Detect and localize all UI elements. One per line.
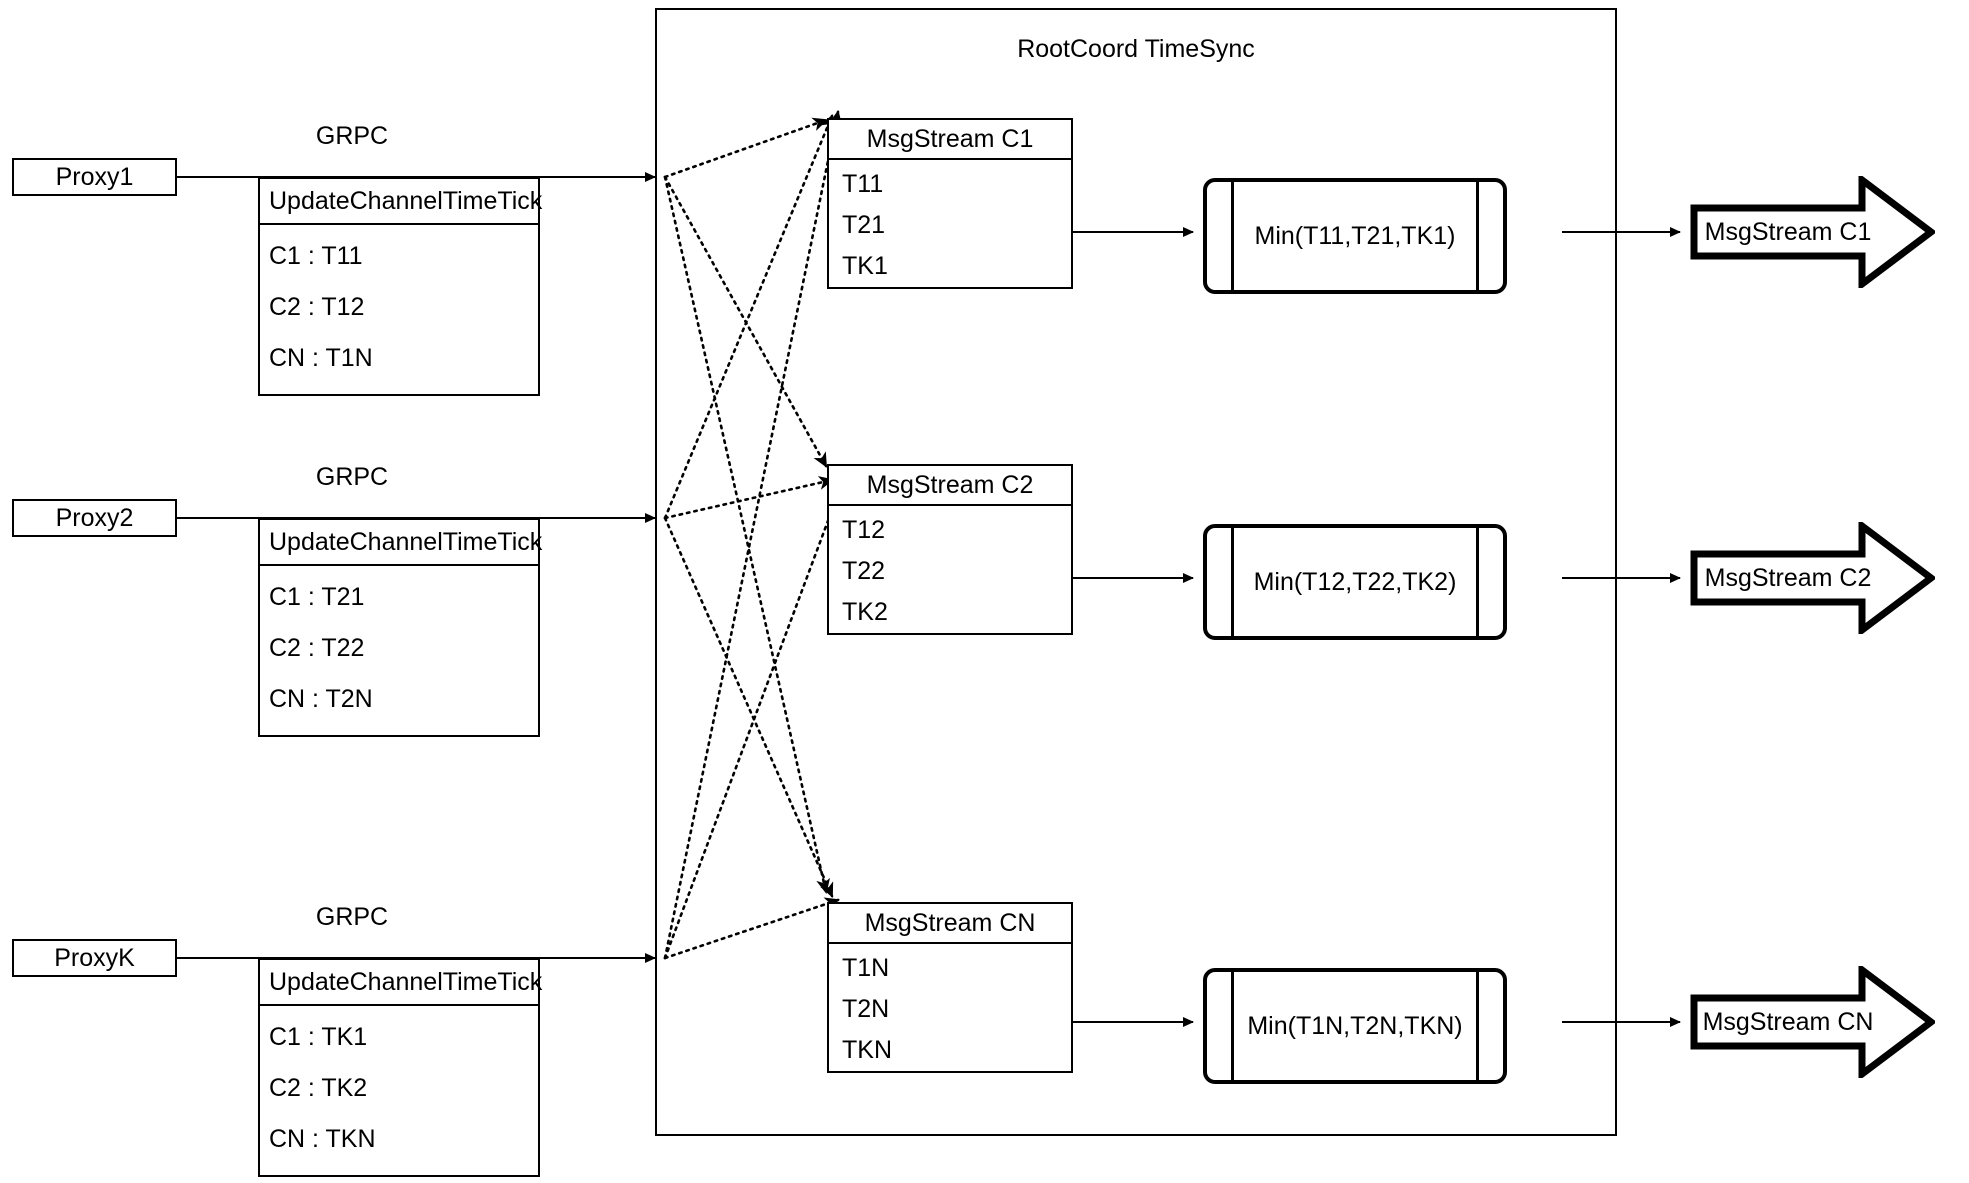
uct-header-2: UpdateChannelTimeTick <box>260 520 542 566</box>
min-label-cn: Min(T1N,T2N,TKN) <box>1247 1011 1463 1040</box>
proxy-box-1[interactable]: Proxy1 <box>12 158 177 196</box>
uct-body-2: C1 : T21 C2 : T22 CN : T2N <box>260 566 538 735</box>
msgstream-table-cn: MsgStream CN T1N T2N TKN <box>827 902 1073 1073</box>
msgstream-row: T2N <box>842 995 890 1023</box>
min-label-c1: Min(T11,T21,TK1) <box>1254 221 1456 250</box>
process-bar-left <box>1231 178 1234 294</box>
min-process-c1: Min(T11,T21,TK1) <box>1203 178 1507 294</box>
grpc-label-k: GRPC <box>315 903 389 931</box>
min-label-c2: Min(T12,T22,TK2) <box>1253 567 1457 596</box>
proxy-label: Proxy2 <box>55 503 134 532</box>
proxy-box-k[interactable]: ProxyK <box>12 939 177 977</box>
proxy-label: ProxyK <box>54 943 135 972</box>
msgstream-header-c2: MsgStream C2 <box>829 466 1071 506</box>
proxy-box-2[interactable]: Proxy2 <box>12 499 177 537</box>
output-arrow-c1: MsgStream C1 <box>1690 176 1935 288</box>
msgstream-header-cn: MsgStream CN <box>829 904 1071 944</box>
output-arrow-c2: MsgStream C2 <box>1690 522 1935 634</box>
uct-row: C1 : T21 <box>269 583 365 611</box>
update-channel-timetick-table-1: UpdateChannelTimeTick C1 : T11 C2 : T12 … <box>258 177 542 396</box>
rootcoord-timesync-container <box>655 8 1617 1136</box>
grpc-label-2: GRPC <box>315 463 389 491</box>
msgstream-row: TKN <box>842 1036 892 1064</box>
msgstream-header-c1: MsgStream C1 <box>829 120 1071 160</box>
min-process-c2: Min(T12,T22,TK2) <box>1203 524 1507 640</box>
process-bar-left <box>1231 524 1234 640</box>
uct-row: C2 : T22 <box>269 634 365 662</box>
uct-row: CN : TKN <box>269 1125 376 1153</box>
msgstream-row: TK2 <box>842 598 888 626</box>
msgstream-table-c1: MsgStream C1 T11 T21 TK1 <box>827 118 1073 289</box>
uct-row: C1 : TK1 <box>269 1023 368 1051</box>
uct-header-k: UpdateChannelTimeTick <box>260 960 542 1006</box>
proxy-label: Proxy1 <box>55 162 134 191</box>
process-bar-left <box>1231 968 1234 1084</box>
process-bar-right <box>1476 524 1479 640</box>
msgstream-row: T22 <box>842 557 886 585</box>
process-bar-right <box>1476 178 1479 294</box>
msgstream-body-cn: T1N T2N TKN <box>829 944 1071 1071</box>
uct-row: C1 : T11 <box>269 242 363 270</box>
output-label-cn: MsgStream CN <box>1702 1007 1874 1036</box>
uct-body-k: C1 : TK1 C2 : TK2 CN : TKN <box>260 1006 538 1175</box>
uct-row: CN : T2N <box>269 685 373 713</box>
update-channel-timetick-table-2: UpdateChannelTimeTick C1 : T21 C2 : T22 … <box>258 518 542 737</box>
uct-row: C2 : TK2 <box>269 1074 368 1102</box>
msgstream-table-c2: MsgStream C2 T12 T22 TK2 <box>827 464 1073 635</box>
output-arrow-cn: MsgStream CN <box>1690 966 1935 1078</box>
msgstream-row: T11 <box>842 170 884 198</box>
process-bar-right <box>1476 968 1479 1084</box>
msgstream-body-c2: T12 T22 TK2 <box>829 506 1071 633</box>
uct-body-1: C1 : T11 C2 : T12 CN : T1N <box>260 225 538 394</box>
uct-row: CN : T1N <box>269 344 373 372</box>
output-label-c1: MsgStream C1 <box>1704 217 1872 246</box>
uct-header-1: UpdateChannelTimeTick <box>260 179 542 225</box>
update-channel-timetick-table-k: UpdateChannelTimeTick C1 : TK1 C2 : TK2 … <box>258 958 542 1177</box>
msgstream-row: T1N <box>842 954 890 982</box>
uct-row: C2 : T12 <box>269 293 365 321</box>
grpc-label-1: GRPC <box>315 122 389 150</box>
rootcoord-title: RootCoord TimeSync <box>1017 35 1255 63</box>
msgstream-row: T12 <box>842 516 886 544</box>
msgstream-row: TK1 <box>842 252 888 280</box>
output-label-c2: MsgStream C2 <box>1704 563 1872 592</box>
msgstream-row: T21 <box>842 211 886 239</box>
min-process-cn: Min(T1N,T2N,TKN) <box>1203 968 1507 1084</box>
msgstream-body-c1: T11 T21 TK1 <box>829 160 1071 287</box>
